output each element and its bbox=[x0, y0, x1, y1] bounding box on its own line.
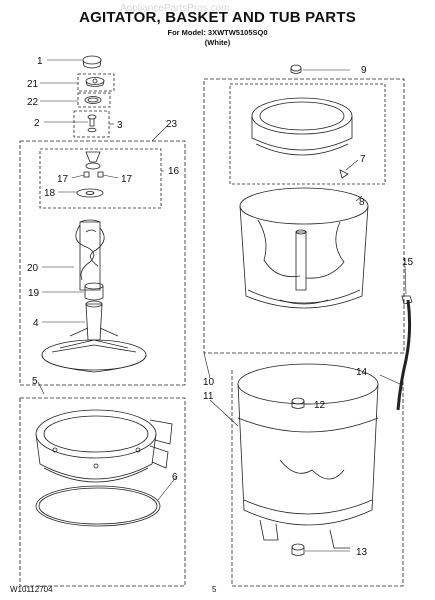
model-line: For Model: 3XWTW5105SQ0 bbox=[167, 28, 268, 37]
box-8 bbox=[229, 83, 386, 185]
callout-8: 8 bbox=[359, 197, 365, 208]
cap-part-1 bbox=[82, 55, 102, 69]
callout-21: 21 bbox=[27, 79, 39, 90]
ring-part-22 bbox=[84, 96, 102, 104]
watermark: AppliancePartsPros.com bbox=[120, 3, 230, 14]
cam-part-21 bbox=[85, 77, 105, 87]
callout-22: 22 bbox=[27, 97, 39, 108]
leader-lines bbox=[37, 59, 407, 552]
callout-12: 12 bbox=[314, 400, 326, 411]
clip-part-7 bbox=[339, 169, 349, 179]
basket bbox=[239, 187, 369, 309]
callout-6: 6 bbox=[172, 472, 178, 483]
page-number: 5 bbox=[212, 585, 217, 594]
nut-part-12 bbox=[291, 397, 305, 409]
box-16 bbox=[39, 148, 162, 209]
seal-part-6 bbox=[35, 485, 161, 527]
callout-18: 18 bbox=[44, 188, 56, 199]
box-21 bbox=[77, 73, 115, 92]
callout-16: 16 bbox=[168, 166, 180, 177]
callout-13: 13 bbox=[356, 547, 368, 558]
bolt-part-2-3 bbox=[87, 114, 97, 133]
box-23 bbox=[19, 140, 186, 386]
callout-4: 4 bbox=[33, 318, 39, 329]
agitator-base-part-4 bbox=[41, 300, 147, 373]
box-10 bbox=[203, 78, 405, 354]
box-11 bbox=[231, 370, 404, 587]
callout-20: 20 bbox=[27, 263, 39, 274]
hose-part-14 bbox=[396, 299, 412, 411]
callout-2: 2 bbox=[34, 118, 40, 129]
callout-7: 7 bbox=[360, 154, 366, 165]
clip-part-15 bbox=[401, 295, 413, 305]
callout-9: 9 bbox=[361, 65, 367, 76]
callout-23: 23 bbox=[166, 119, 178, 130]
dogs-part-16 bbox=[76, 151, 104, 198]
auger-part-20 bbox=[75, 219, 105, 291]
callout-19: 19 bbox=[28, 288, 40, 299]
nut-part-13 bbox=[291, 543, 305, 556]
callout-17-left: 17 bbox=[57, 174, 69, 185]
callout-3: 3 bbox=[117, 120, 123, 131]
callout-10: 10 bbox=[203, 377, 215, 388]
color-line: (White) bbox=[204, 38, 231, 47]
balance-ring-part-5 bbox=[35, 409, 173, 483]
bearing-part-19 bbox=[84, 282, 104, 301]
box-22 bbox=[77, 92, 111, 108]
box-5 bbox=[19, 397, 186, 587]
doc-number: W10112704 bbox=[10, 585, 53, 594]
callout-14: 14 bbox=[356, 367, 368, 378]
callout-15: 15 bbox=[402, 257, 414, 268]
outer-tub bbox=[237, 363, 379, 549]
callout-labels: 1 21 22 2 3 23 16 17 17 18 20 19 4 5 6 9… bbox=[27, 56, 414, 558]
callout-11: 11 bbox=[203, 391, 214, 402]
tub-ring-part-8 bbox=[251, 97, 353, 179]
callout-5: 5 bbox=[32, 376, 38, 387]
nut-part-9 bbox=[290, 64, 302, 74]
page-title: AGITATOR, BASKET AND TUB PARTS bbox=[79, 9, 356, 26]
callout-17-right: 17 bbox=[121, 174, 133, 185]
callout-1: 1 bbox=[37, 56, 43, 67]
